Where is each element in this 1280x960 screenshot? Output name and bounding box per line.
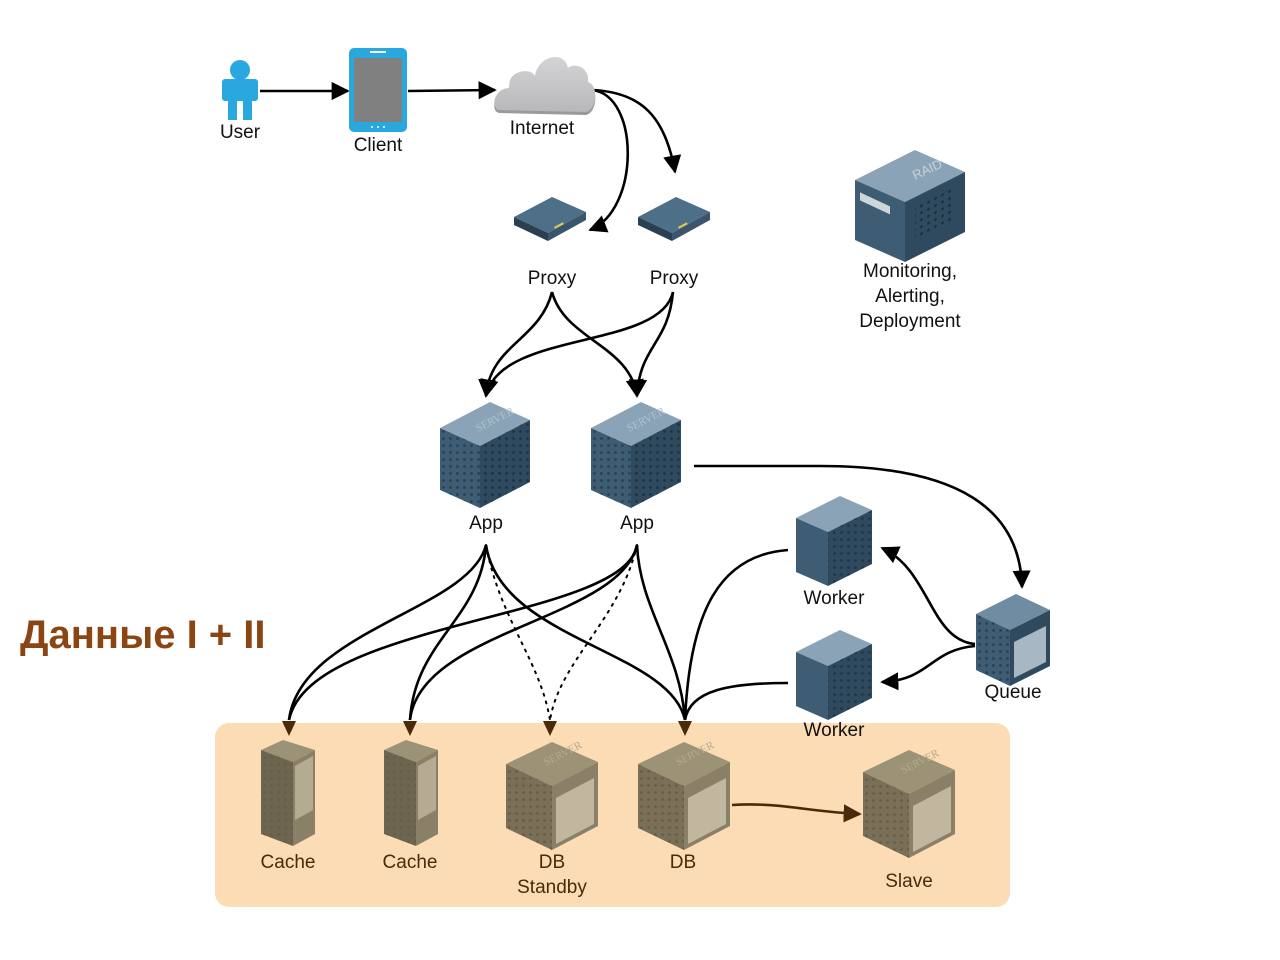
node-label-monitoring: Monitoring, Alerting, Deployment <box>859 261 961 332</box>
data-arrowheads <box>282 721 692 736</box>
server-icon: SERVER <box>440 402 530 508</box>
edge-client-internet <box>407 81 497 100</box>
server-icon: SERVER <box>591 402 681 508</box>
section-title: Данные I + II <box>20 613 266 657</box>
node-label-cache-2: Cache <box>382 852 438 873</box>
edge-app2-db <box>635 544 687 721</box>
node-label-app-2: App <box>620 513 654 534</box>
edge-app2-cache2 <box>408 544 639 721</box>
edge-db-slave <box>731 803 862 823</box>
server-icon <box>796 496 872 586</box>
edge-app1-db <box>484 544 687 721</box>
node-label-worker-2: Worker <box>803 720 865 741</box>
node-label-proxy-2: Proxy <box>649 268 699 289</box>
node-label-db: DB <box>669 852 697 873</box>
edge-app2-queue <box>694 464 1031 589</box>
edge-internet-proxy1 <box>588 88 629 233</box>
rack-server-icon: SERVER <box>506 739 598 850</box>
person-icon <box>222 60 258 120</box>
node-label-client: Client <box>353 135 403 156</box>
tablet-icon <box>349 48 407 132</box>
edge-app2-dbstandby <box>549 544 638 721</box>
edge-proxy2-app2 <box>628 291 675 398</box>
tower-rack-icon <box>384 740 438 846</box>
edge-proxy2-app1 <box>480 291 675 398</box>
edge-app2-cache1 <box>287 544 639 721</box>
network-appliance-icon <box>514 197 586 241</box>
edge-proxy1-app1 <box>478 291 554 398</box>
rack-server-icon: SERVER <box>863 747 955 858</box>
node-label-cache-1: Cache <box>260 852 316 873</box>
node-label-user: User <box>219 122 261 143</box>
edge-queue-worker1 <box>880 546 976 646</box>
edge-app1-dbstandby <box>485 544 551 721</box>
edge-queue-worker2 <box>880 644 976 691</box>
rack-server-icon <box>976 594 1050 686</box>
network-appliance-icon <box>638 197 710 241</box>
node-label-worker-1: Worker <box>803 588 865 609</box>
node-label-internet: Internet <box>509 118 575 139</box>
node-label-slave: Slave <box>885 871 933 892</box>
node-label-queue: Queue <box>984 682 1042 703</box>
node-label-db-standby: DB Standby <box>517 852 587 898</box>
rack-server-icon: SERVER <box>638 739 730 850</box>
tower-rack-icon <box>261 740 315 846</box>
cloud-icon <box>494 56 596 115</box>
edge-app1-cache1 <box>287 544 488 721</box>
edge-worker1-db <box>683 548 789 721</box>
node-label-proxy-1: Proxy <box>527 268 577 289</box>
edge-internet-proxy2 <box>591 88 682 174</box>
server-icon <box>796 630 872 720</box>
raid-server-icon: RAID <box>855 150 965 262</box>
node-label-app-1: App <box>469 513 503 534</box>
edge-app1-cache2 <box>408 544 488 721</box>
edge-worker2-db <box>683 681 789 721</box>
